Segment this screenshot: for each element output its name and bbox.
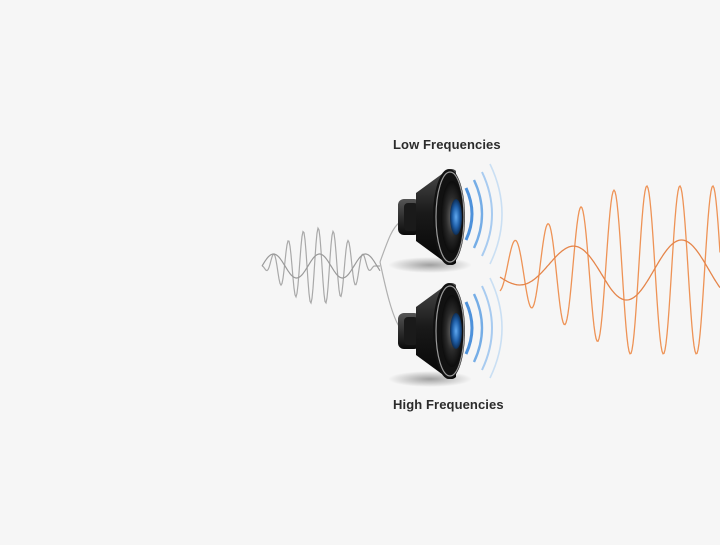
input-low-frequency-wave bbox=[261, 253, 381, 279]
output-high-frequency-wave bbox=[499, 184, 720, 355]
wire-to-low-speaker bbox=[379, 221, 401, 263]
output-low-frequency-wave bbox=[499, 239, 720, 301]
speaker-icon bbox=[387, 168, 473, 274]
sound-waves-icon bbox=[464, 162, 504, 266]
wire-to-high-speaker bbox=[379, 261, 401, 329]
input-signal-waves bbox=[261, 226, 381, 305]
signal-split-wires bbox=[379, 221, 401, 329]
input-high-frequency-wave bbox=[261, 226, 380, 305]
high-frequencies-label: High Frequencies bbox=[393, 397, 504, 412]
low-frequencies-label: Low Frequencies bbox=[393, 137, 501, 152]
sound-waves-icon bbox=[464, 276, 504, 380]
speaker-icon bbox=[387, 282, 473, 388]
output-signal-waves bbox=[499, 184, 720, 355]
